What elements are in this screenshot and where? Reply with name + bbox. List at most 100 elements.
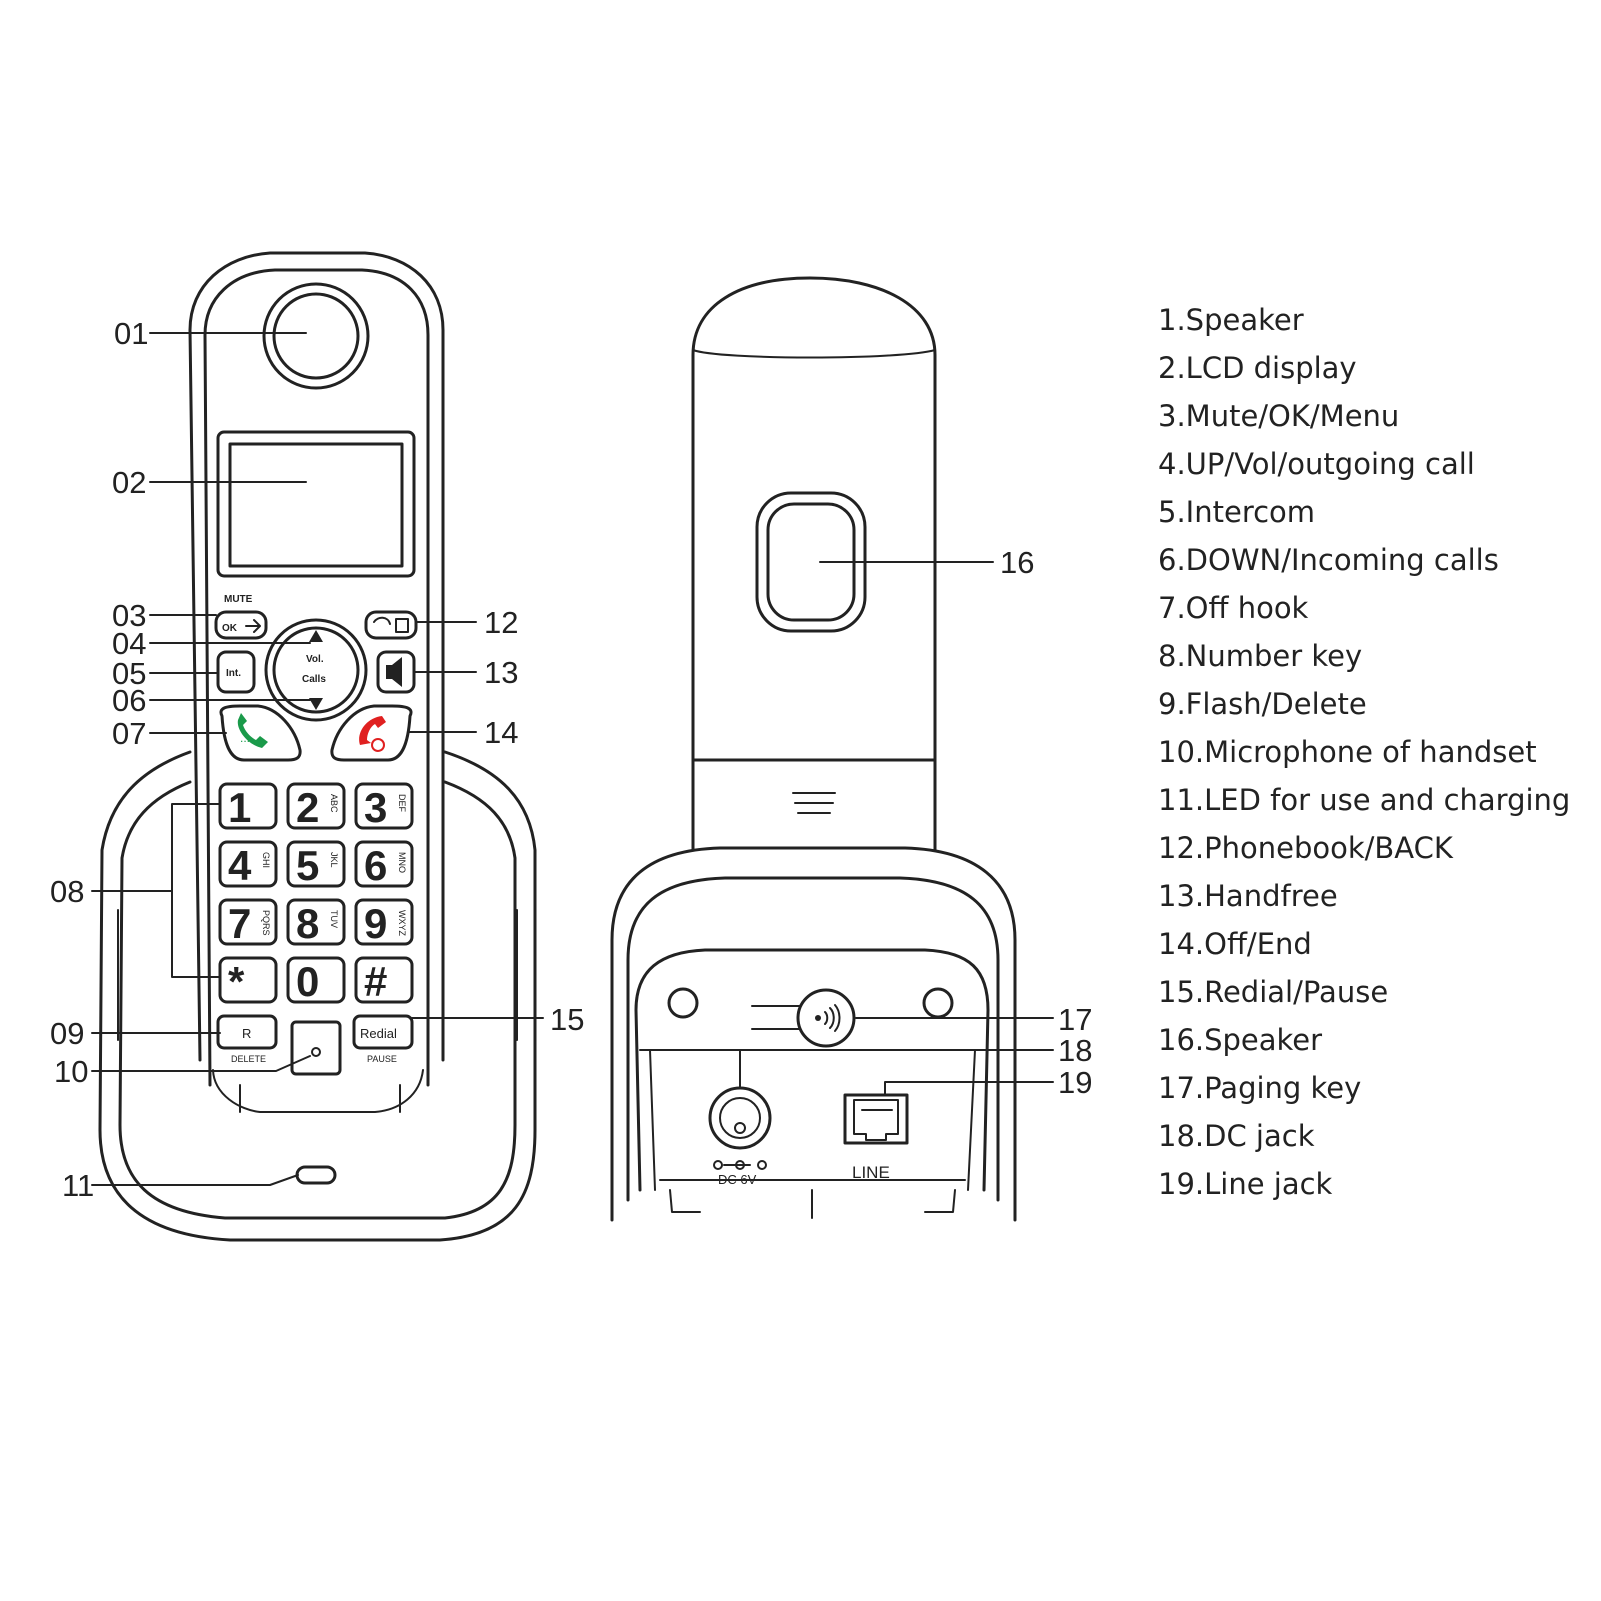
pause-label: PAUSE <box>367 1054 397 1064</box>
down-arrow-icon[interactable] <box>309 698 323 710</box>
callout-10: 10 <box>54 1054 88 1089</box>
callout-01: 01 <box>114 316 148 351</box>
delete-label: DELETE <box>231 1054 266 1064</box>
number-key-1[interactable]: 1 <box>218 782 278 831</box>
legend-item: 12.Phonebook/BACK <box>1158 831 1453 865</box>
red-phone-power-icon <box>359 716 386 745</box>
handset-callouts: 01 02 03 04 05 06 07 08 09 10 11 12 13 1… <box>50 316 584 1203</box>
callout-19: 19 <box>1058 1065 1092 1100</box>
legend-item: 4.UP/Vol/outgoing call <box>1158 447 1475 481</box>
key-digit: 6 <box>364 842 387 889</box>
line-label: LINE <box>852 1163 890 1182</box>
intercom-button[interactable]: Int. <box>216 650 256 694</box>
key-digit: 4 <box>228 842 252 889</box>
handsfree-button[interactable] <box>376 650 416 694</box>
callout-02: 02 <box>112 465 146 500</box>
number-key-star[interactable]: * <box>218 956 278 1005</box>
legend-item: 6.DOWN/Incoming calls <box>1158 543 1499 577</box>
number-key-9[interactable]: 9 WXYZ <box>354 898 414 947</box>
key-digit: 1 <box>228 784 251 831</box>
svg-text:...: ... <box>240 731 250 745</box>
polarity-symbol <box>713 1160 767 1170</box>
earpiece-speaker <box>262 282 370 390</box>
ok-label: OK <box>222 623 238 634</box>
calls-label: Calls <box>302 674 326 685</box>
callout-06: 06 <box>112 683 146 718</box>
key-letters: JKL <box>329 852 339 868</box>
key-digit: 9 <box>364 900 387 947</box>
key-letters: DEF <box>397 794 407 813</box>
redial-pause-button[interactable]: Redial PAUSE <box>352 1014 414 1064</box>
number-key-8[interactable]: 8 TUV <box>286 898 346 947</box>
green-phone-icon <box>237 713 268 748</box>
number-key-5[interactable]: 5 JKL <box>286 840 346 889</box>
ok-mute-button[interactable]: OK <box>214 610 268 640</box>
number-key-hash[interactable]: # <box>354 956 414 1005</box>
end-button[interactable] <box>330 704 413 762</box>
key-letters: TUV <box>329 910 339 928</box>
number-key-4[interactable]: 4 GHI <box>218 840 278 889</box>
vol-label: Vol. <box>306 654 324 665</box>
handset-charger-unit: MUTE OK Int. Vol. Calls <box>50 251 584 1242</box>
legend-item: 19.Line jack <box>1158 1167 1333 1201</box>
key-letters: GHI <box>261 852 271 868</box>
paging-icon <box>815 1015 821 1021</box>
callout-16: 16 <box>1000 545 1034 580</box>
key-letters: PQRS <box>261 910 271 936</box>
number-key-6[interactable]: 6 MNO <box>354 840 414 889</box>
key-digit: 5 <box>296 842 319 889</box>
callout-03: 03 <box>112 598 146 633</box>
paging-key[interactable] <box>751 988 856 1048</box>
legend-item: 1.Speaker <box>1158 303 1304 337</box>
callout-07: 07 <box>112 716 146 751</box>
legend-item: 14.Off/End <box>1158 927 1312 961</box>
legend-item: 18.DC jack <box>1158 1119 1315 1153</box>
line-jack <box>843 1093 909 1145</box>
legend-item: 10.Microphone of handset <box>1158 735 1537 769</box>
key-digit: # <box>364 958 387 1005</box>
number-key-0[interactable]: 0 <box>286 956 346 1005</box>
callout-13: 13 <box>484 655 518 690</box>
callout-15: 15 <box>550 1002 584 1037</box>
callout-08: 08 <box>50 874 84 909</box>
key-digit: 0 <box>296 958 319 1005</box>
key-digit: 3 <box>364 784 387 831</box>
legend-item: 15.Redial/Pause <box>1158 975 1389 1009</box>
charge-led <box>295 1165 337 1185</box>
dc-jack <box>708 1086 772 1150</box>
legend-item: 2.LCD display <box>1158 351 1357 385</box>
key-digit: 8 <box>296 900 319 947</box>
legend-item: 11.LED for use and charging <box>1158 783 1571 817</box>
legend-item: 7.Off hook <box>1158 591 1309 625</box>
microphone <box>290 1020 342 1076</box>
dc-label: DC 6V <box>718 1172 757 1187</box>
callout-14: 14 <box>484 715 518 750</box>
charger-cradle-outer <box>98 750 537 1242</box>
parts-legend: 1.Speaker 2.LCD display 3.Mute/OK/Menu 4… <box>1158 296 1570 1208</box>
callout-17: 17 <box>1058 1002 1092 1037</box>
number-key-3[interactable]: 3 DEF <box>354 782 414 831</box>
r-label: R <box>242 1026 251 1041</box>
callout-04: 04 <box>112 626 146 661</box>
speaker-icon <box>386 657 402 687</box>
key-letters: WXYZ <box>397 910 407 937</box>
legend-item: 13.Handfree <box>1158 879 1338 913</box>
legend-item: 5.Intercom <box>1158 495 1316 529</box>
legend-item: 3.Mute/OK/Menu <box>1158 399 1400 433</box>
legend-item: 9.Flash/Delete <box>1158 687 1367 721</box>
callout-12: 12 <box>484 605 518 640</box>
up-arrow-icon[interactable] <box>309 630 323 642</box>
phonebook-back-button[interactable] <box>364 610 418 640</box>
handset-leader-lines <box>91 332 544 1186</box>
key-letters: MNO <box>397 852 407 873</box>
call-button[interactable]: ... <box>219 704 302 762</box>
navigation-ring[interactable]: Vol. Calls <box>264 618 368 722</box>
flash-delete-button[interactable]: R DELETE <box>216 1014 278 1064</box>
key-digit: * <box>228 958 245 1005</box>
callout-18: 18 <box>1058 1033 1092 1068</box>
callout-11: 11 <box>62 1168 94 1203</box>
